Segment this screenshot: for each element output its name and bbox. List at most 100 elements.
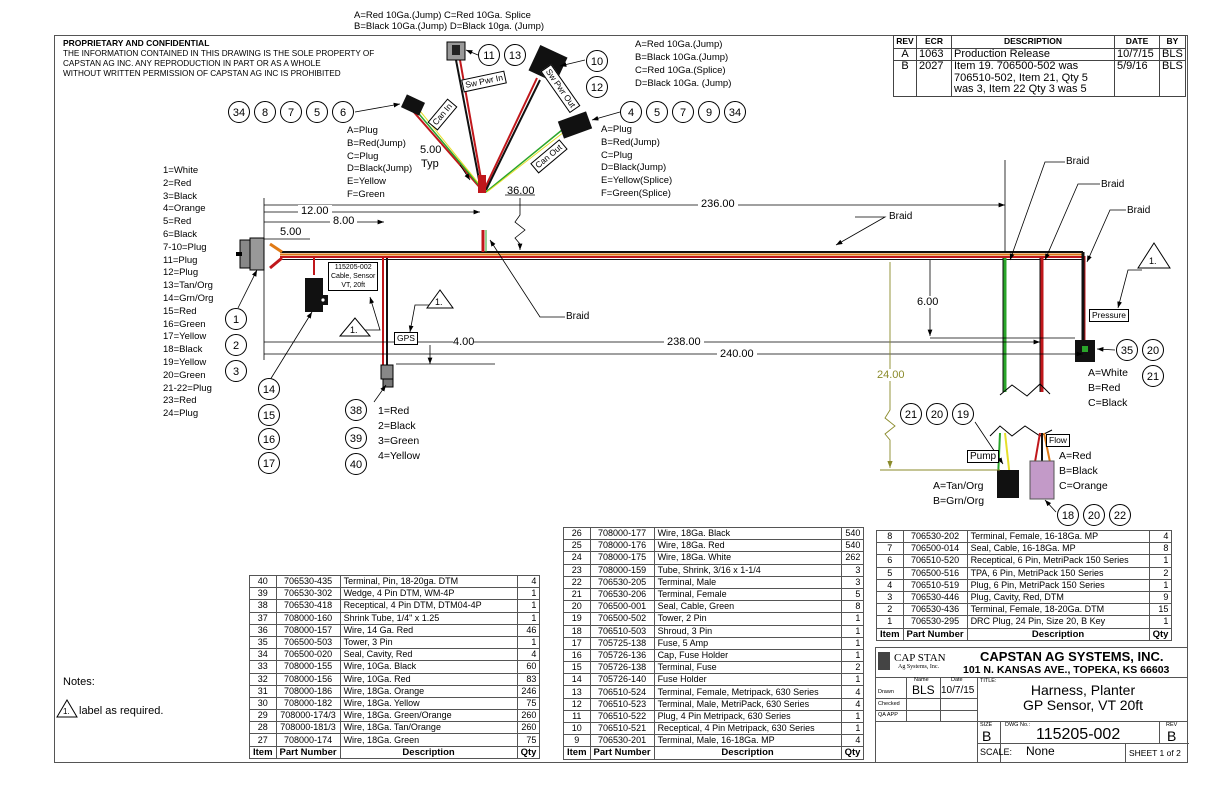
bom-description: Wire, 18Ga. White [653, 551, 842, 565]
can-out-pinout: A=Plug B=Red(Jump) C=Plug D=Black(Jump) … [601, 124, 672, 201]
notes-heading: Notes: [63, 676, 95, 688]
bom-qty: 1 [840, 721, 865, 736]
revision-table: REV ECR DESCRIPTION DATE BY A 1063 Produ… [893, 35, 1186, 97]
pin-label: B=Grn/Org [933, 495, 985, 507]
bom-item: 36 [249, 623, 277, 637]
bom-qty: 1 [840, 709, 865, 724]
flow-pinout: A=Red B=Black C=Orange [1059, 449, 1108, 494]
bom-description: Seal, Cavity, Red [339, 648, 518, 662]
bom-qty: 3 [840, 575, 865, 589]
size-value: B [982, 728, 992, 744]
note-ref: 1. [435, 297, 443, 307]
bom-part-number: 706530-418 [275, 599, 341, 613]
sw-pwr-out-pinout: A=Red 10Ga.(Jump) B=Black 10Ga.(Jump) C=… [635, 38, 731, 90]
bom-description: Wire, 18Ga. Red [653, 539, 842, 553]
bom-item: 17 [563, 636, 591, 650]
bom-qty: 1 [1148, 615, 1173, 629]
bom-item: 28 [249, 721, 277, 735]
bom-description: Receptical, 4 Pin Metripack, 630 Series [653, 721, 842, 736]
bom-part-number: 706530-202 [902, 529, 968, 544]
rev-date: 5/9/16 [1114, 60, 1160, 97]
braid-label: Braid [1101, 179, 1125, 190]
checked-label: Checked [878, 701, 900, 707]
item-balloon: 39 [345, 427, 367, 449]
bom-qty: 15 [1148, 603, 1173, 617]
bom-part-number: 706500-001 [589, 600, 655, 614]
bom-description: TPA, 6 Pin, MetriPack 150 Series [966, 566, 1150, 580]
item-balloon: 9 [698, 101, 720, 123]
item-balloon: 2 [225, 334, 247, 356]
pin-label: 4=Orange [163, 203, 206, 215]
pin-label: 11=Plug [163, 254, 198, 266]
bom-item: 26 [563, 526, 591, 541]
bom-item: 29 [249, 709, 277, 723]
bom-part-number: 706500-014 [902, 542, 968, 556]
item-balloon: 17 [258, 452, 280, 474]
bom-item: 13 [563, 685, 591, 699]
bom-part-number: 706510-520 [902, 554, 968, 568]
bom-item: 31 [249, 684, 277, 698]
bom-item: 10 [563, 721, 591, 736]
bom-part-number: 706530-446 [902, 590, 968, 605]
bom-qty: 1 [840, 612, 865, 626]
bom-description: Fuse, 5 Amp [653, 636, 842, 650]
bom-qty: 1 [516, 599, 541, 613]
rev-desc-line: Item 19. 706500-502 was [954, 60, 1079, 72]
pin-label: C=Plug [601, 149, 633, 161]
bom-item: 23 [563, 563, 591, 577]
item-balloon: 20 [926, 403, 948, 425]
dim-6: 6.00 [917, 296, 939, 308]
bom-part-number: 706530-435 [275, 574, 341, 589]
pin-label: A=Plug [347, 125, 378, 136]
cable-tag-line: 115205-002 [334, 264, 372, 271]
pin-label: E=Yellow [347, 176, 386, 188]
size-label: SIZE [980, 722, 993, 728]
pin-label: 17=Yellow [163, 331, 207, 343]
pressure-label: Pressure [1089, 309, 1130, 322]
bom-item: 16 [563, 648, 591, 663]
pin-label: 3=Green [378, 435, 420, 447]
note-triangles [56, 242, 1171, 718]
bom-description: Fuse Holder [653, 673, 842, 687]
item-balloon: 12 [586, 76, 608, 98]
item-balloon: 7 [672, 101, 694, 123]
bom-part-number: 708000-175 [589, 551, 655, 565]
bom-item: 37 [249, 611, 277, 625]
pin-label: 3=Black [163, 190, 198, 202]
bom-qty: 75 [516, 696, 541, 711]
title-label: TITLE: [980, 678, 997, 684]
bom-description: Wedge, 4 Pin DTM, WM-4P [339, 587, 518, 601]
dim-12: 12.00 [298, 205, 332, 217]
rev-by: BLS [1159, 47, 1186, 61]
bom-description: Plug, 4 Pin Metripack, 630 Series [653, 709, 842, 724]
braid-label: Braid [566, 311, 590, 322]
note-triangle [426, 289, 454, 309]
bom-part-number: 706510-523 [589, 697, 655, 711]
bom-description: Tube, Shrink, 3/16 x 1-1/4 [653, 563, 842, 577]
bom-qty: 1 [516, 587, 541, 601]
dimension-lines [263, 160, 1083, 365]
qa-label: QA APP [878, 712, 898, 718]
can-in-connector [400, 94, 426, 116]
bom-description: Plug, Cavity, Red, DTM [966, 590, 1150, 605]
bom-description: Terminal, Male [653, 575, 842, 589]
pin-label: B=Red [1088, 382, 1121, 394]
bom-qty: 260 [516, 721, 541, 735]
dwg-no-label: DWG No.: [1005, 722, 1031, 728]
bom-item: 5 [876, 566, 904, 580]
bom-description: Shroud, 3 Pin [653, 624, 842, 638]
dim-24: 24.00 [877, 369, 905, 381]
bom-description: Wire, 10Ga. Red [339, 672, 518, 686]
bom-item: 3 [876, 590, 904, 605]
